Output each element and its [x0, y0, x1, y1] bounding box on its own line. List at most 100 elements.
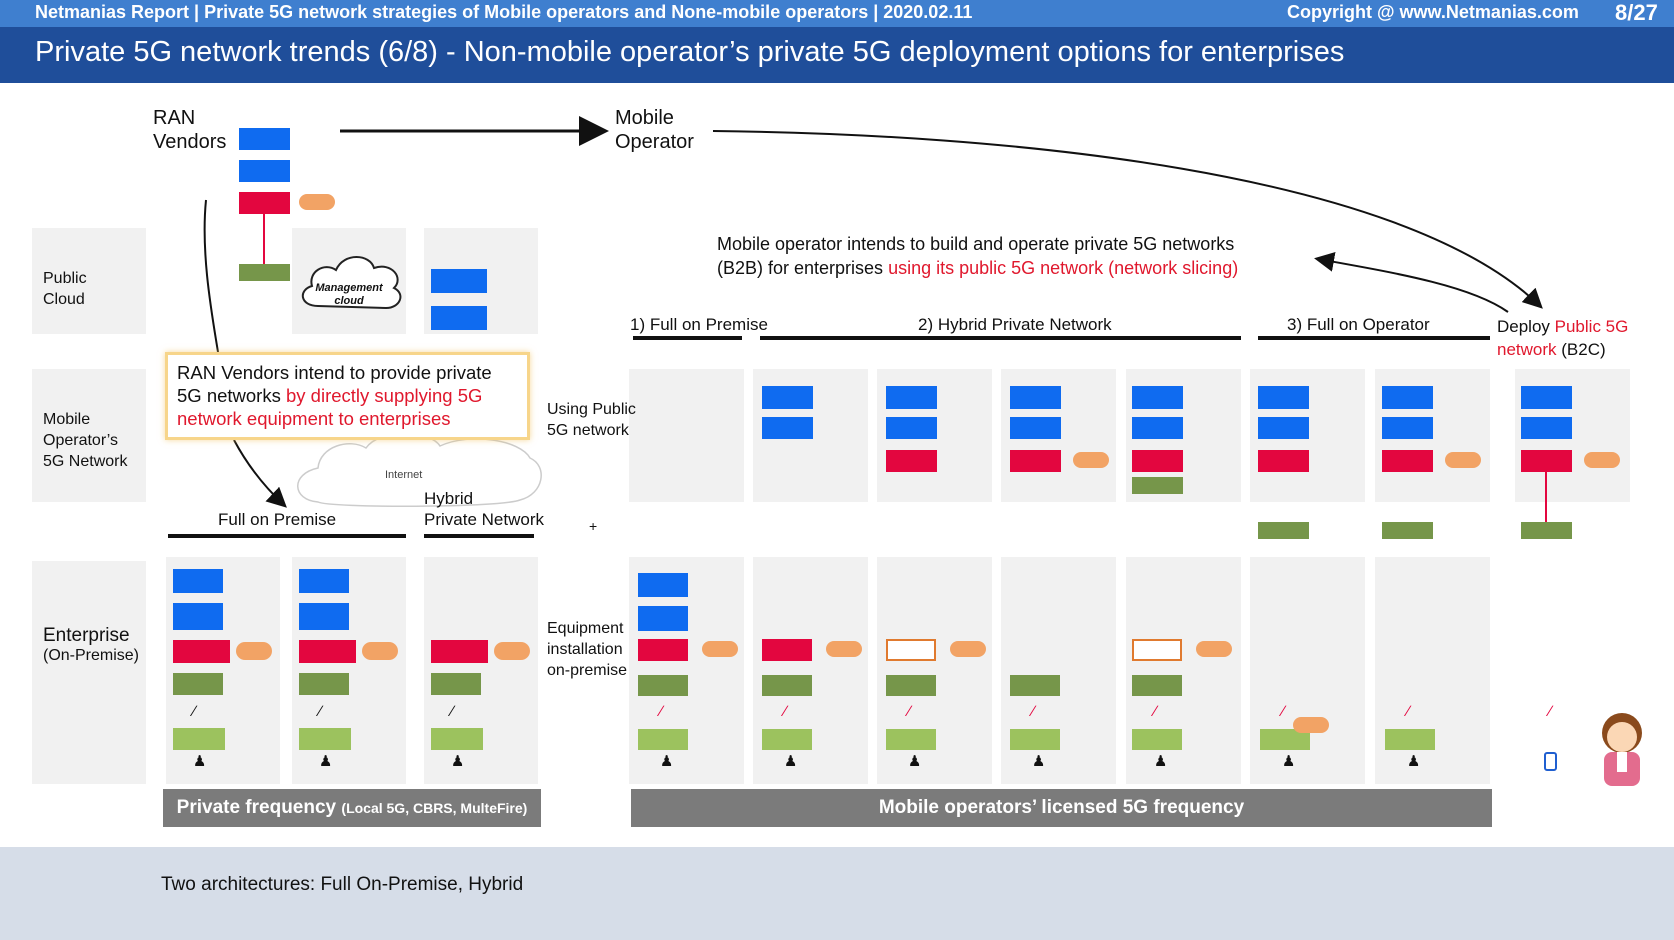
- link-icon: ∕: [451, 703, 454, 720]
- terminal-icon: ♟: [1282, 753, 1296, 770]
- radio-unit-block: [173, 569, 223, 593]
- core-block: [638, 639, 688, 661]
- row-label-mobile: Mobile: [43, 411, 91, 428]
- device-block: [299, 728, 351, 750]
- core-placeholder-block: [886, 639, 936, 661]
- full-on-premise-heading: Full on Premise: [218, 510, 337, 529]
- slide-title: Private 5G network trends (6/8) - Non-mo…: [35, 36, 1345, 68]
- option-2-heading: 2) Hybrid Private Network: [918, 315, 1112, 334]
- gateway-block: [638, 675, 688, 696]
- gateway-block: [431, 673, 481, 695]
- mno-app-block: [1445, 452, 1481, 468]
- cloud-ran-block: [431, 269, 487, 293]
- app-server-block: [1196, 641, 1232, 657]
- terminal-icon: ♟: [784, 753, 798, 770]
- mno-radio-block: [1010, 386, 1061, 409]
- footer-summary: Two architectures: Full On-Premise, Hybr…: [161, 874, 524, 895]
- mno-radio-block: [1258, 417, 1309, 439]
- core-placeholder-block: [1132, 639, 1182, 661]
- row-label-enterprise: Enterprise: [43, 625, 130, 646]
- row-enterprise: Enterprise (On-Premise): [32, 561, 146, 784]
- row-label-cloud: Cloud: [43, 291, 85, 308]
- mno-gateway-block: [1521, 522, 1572, 539]
- mno-callout: Mobile operator intends to build and ope…: [717, 234, 1239, 278]
- mno-core-block: [1521, 450, 1572, 472]
- link-icon: ∕: [1032, 703, 1035, 720]
- mno-gateway-block: [1258, 522, 1309, 539]
- device-block: [1260, 729, 1310, 750]
- core-block: [431, 640, 488, 663]
- app-server-block: [362, 642, 398, 660]
- mno-core-block: [1258, 450, 1309, 472]
- gateway-block: [299, 673, 349, 695]
- mno-app-block: [1584, 452, 1620, 468]
- deploy-public-5g-heading: Deploy Public 5G network (B2C): [1497, 317, 1629, 359]
- section-underline: [760, 336, 1241, 340]
- connector-line: [1545, 472, 1547, 522]
- internet-label: Internet: [385, 469, 423, 481]
- terminal-icon: ♟: [193, 753, 207, 770]
- gateway-block: [173, 673, 223, 695]
- link-icon: ∕: [193, 703, 196, 720]
- option-1-heading: 1) Full on Premise: [630, 315, 768, 334]
- section-underline: [424, 534, 534, 538]
- radio-unit-block: [638, 573, 688, 597]
- link-icon: ∕: [319, 703, 322, 720]
- device-block: [886, 729, 936, 750]
- device-block: [1385, 729, 1435, 750]
- mno-radio-block: [1382, 386, 1433, 409]
- mno-core-block: [1132, 450, 1183, 472]
- mno-radio-block: [1258, 386, 1309, 409]
- app-server-block: [494, 642, 530, 660]
- mno-radio-block: [886, 386, 937, 409]
- ran-vendor-callout: RAN Vendors intend to provide private 5G…: [165, 352, 530, 440]
- mno-radio-block: [1132, 417, 1183, 439]
- link-icon: ∕: [1407, 703, 1410, 720]
- app-server-block: [1293, 717, 1329, 733]
- footer: Two architectures: Full On-Premise, Hybr…: [0, 847, 1674, 940]
- app-server-block: [702, 641, 738, 657]
- mno-core-block: [1382, 450, 1433, 472]
- terminal-icon: ♟: [451, 753, 465, 770]
- mno-core-block: [886, 450, 937, 472]
- ran-equipment-block: [239, 160, 290, 182]
- app-server-block: [236, 642, 272, 660]
- report-title: Netmanias Report | Private 5G network st…: [35, 2, 973, 22]
- device-block: [1010, 729, 1060, 750]
- report-header-bar: Netmanias Report | Private 5G network st…: [0, 0, 1674, 27]
- gateway-block: [1010, 675, 1060, 696]
- row-label-public: Public: [43, 270, 87, 287]
- section-underline: [1258, 336, 1490, 340]
- row-label-operators: Operator’s: [43, 432, 118, 449]
- mno-radio-block: [1010, 417, 1061, 439]
- link-icon: ∕: [660, 703, 663, 720]
- section-underline: [168, 534, 406, 538]
- core-block: [762, 639, 812, 661]
- ran-equipment-block: [299, 194, 335, 210]
- terminal-icon: ♟: [1032, 753, 1046, 770]
- mno-radio-block: [1521, 386, 1572, 409]
- gateway-block: [886, 675, 936, 696]
- terminal-icon: ♟: [1407, 753, 1421, 770]
- mno-core-block: [1010, 450, 1061, 472]
- device-block: [173, 728, 225, 750]
- ran-equipment-block: [239, 128, 290, 150]
- mno-radio-block: [762, 417, 813, 439]
- lane-mno-1: [629, 369, 744, 502]
- link-icon: ∕: [1154, 703, 1157, 720]
- page-number: 8/27: [1615, 0, 1658, 25]
- device-block: [431, 728, 483, 750]
- private-frequency-bar: Private frequency (Local 5G, CBRS, Multe…: [163, 789, 541, 827]
- option-3-heading: 3) Full on Operator: [1287, 315, 1430, 334]
- link-icon: ∕: [1282, 703, 1285, 720]
- mno-gateway-block: [1382, 522, 1433, 539]
- mno-radio-block: [1132, 386, 1183, 409]
- slide-title-bar: Private 5G network trends (6/8) - Non-mo…: [0, 27, 1674, 83]
- app-server-block: [950, 641, 986, 657]
- device-block: [638, 729, 688, 750]
